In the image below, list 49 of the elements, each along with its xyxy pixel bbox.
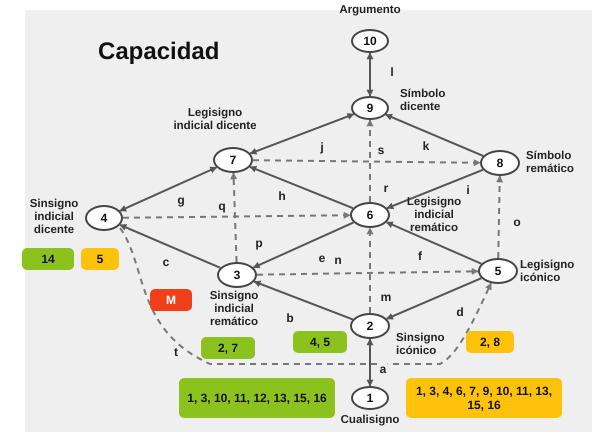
number-tag: 1, 3, 4, 6, 7, 9, 10, 11, 13, 15, 16 [406, 378, 562, 418]
edge-label: b [285, 312, 295, 324]
arrow [252, 159, 481, 166]
number-tag: 5 [81, 248, 119, 270]
arrow [366, 52, 374, 97]
class-name: Símbolo remático [526, 150, 575, 176]
arrow [252, 222, 354, 268]
class-name: Símbolo dicente [400, 88, 446, 114]
arrow [366, 227, 374, 313]
arrow [119, 227, 492, 365]
number-tag: 14 [22, 248, 74, 270]
edge-label: k [422, 140, 430, 152]
class-name: Legisigno icónico [520, 259, 576, 285]
class-name: Argumento [338, 4, 402, 17]
arrow [119, 166, 218, 212]
arrow [249, 166, 354, 210]
arrow [366, 338, 374, 387]
class-name: Sinsigno indicial dicente [28, 198, 80, 237]
arrow [250, 113, 354, 154]
class-name: Sinsigno icónico [396, 332, 446, 358]
number-tag: 1, 3, 10, 11, 12, 13, 15, 16 [179, 378, 335, 418]
arrow [386, 168, 484, 210]
number-tag: 2, 7 [201, 337, 255, 359]
diagram-title: Capacidad [98, 38, 220, 66]
class-name: Legisigno indicial remático [406, 196, 462, 235]
arrow [385, 114, 484, 157]
class-name: Legisigno indicial dicente [172, 107, 258, 133]
arrow [386, 277, 482, 320]
class-name: Cualisigno [340, 414, 400, 427]
arrow [496, 175, 504, 258]
edge-label: t [173, 346, 179, 358]
arrow [254, 280, 354, 320]
number-tag: 4, 5 [293, 331, 347, 353]
edge-label: l [389, 66, 395, 78]
arrow [230, 172, 238, 262]
arrow [366, 119, 374, 202]
arrow [122, 212, 351, 219]
number-tag: M [150, 289, 192, 311]
edge-label: d [455, 306, 465, 318]
edge-label: i [465, 184, 471, 196]
arrow [256, 268, 479, 276]
edge-label: f [417, 250, 423, 262]
edge-label: h [277, 190, 287, 202]
class-name: Sinsigno indicial remático [208, 290, 260, 329]
edge-label: a [378, 363, 388, 375]
number-tag: 2, 8 [466, 331, 514, 353]
arrow [386, 221, 482, 265]
arrow [119, 224, 221, 269]
edge-label: j [319, 141, 325, 153]
